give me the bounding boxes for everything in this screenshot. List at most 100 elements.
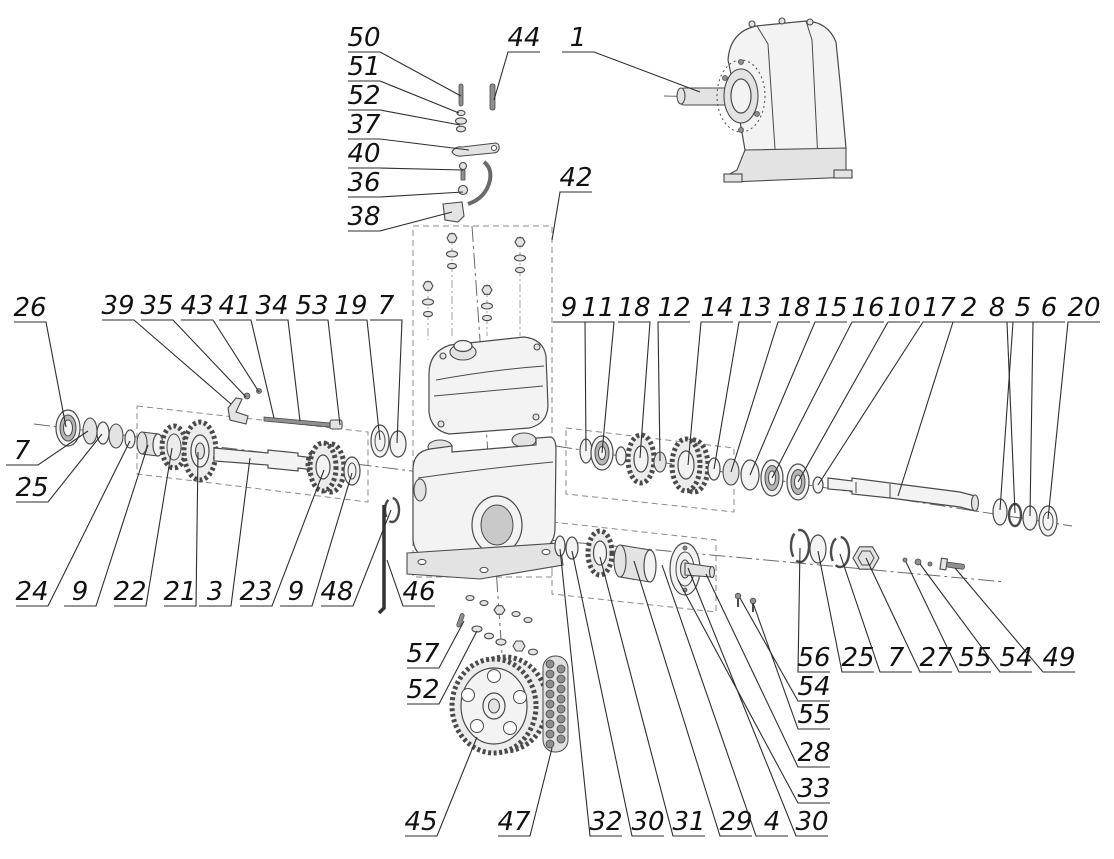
leader-line-1 — [562, 51, 701, 93]
part-label-11: 11 — [581, 293, 614, 323]
part-label-37: 37 — [347, 110, 381, 140]
part-label-7: 7 — [378, 291, 395, 321]
shift-hook — [467, 160, 493, 206]
part-label-4: 4 — [764, 807, 781, 837]
mounting-base — [725, 147, 854, 183]
leader-line-36 — [348, 191, 464, 198]
part-label-49: 49 — [1042, 643, 1075, 673]
washer-25 — [809, 534, 827, 564]
part-label-42: 42 — [559, 163, 592, 193]
part-label-41: 41 — [218, 291, 251, 321]
box-lower-group — [551, 521, 717, 613]
shaft-3 — [213, 447, 315, 472]
leader-line-22 — [114, 447, 173, 607]
part-label-54: 54 — [999, 643, 1032, 673]
part-label-28: 28 — [797, 738, 830, 768]
part-label-7: 7 — [888, 643, 905, 673]
part-label-24: 24 — [15, 577, 48, 607]
part-label-26: 26 — [13, 293, 46, 323]
leader-line-2 — [897, 321, 985, 497]
leader-line-27 — [865, 557, 952, 673]
leader-line-52 — [407, 630, 478, 705]
box-housing-group — [412, 225, 553, 578]
part-label-29: 29 — [719, 807, 752, 837]
part-label-40: 40 — [347, 139, 380, 169]
part-label-46: 46 — [402, 577, 435, 607]
leader-line-17 — [817, 321, 955, 486]
leader-line-7 — [839, 553, 912, 673]
leader-line-47 — [498, 747, 553, 837]
leader-line-9 — [64, 444, 149, 607]
part-label-50: 50 — [347, 23, 380, 53]
leader-line-14 — [687, 321, 733, 466]
part-label-36: 36 — [347, 168, 380, 198]
part-label-21: 21 — [163, 577, 196, 607]
part-label-33: 33 — [797, 774, 830, 804]
leader-line-15 — [749, 321, 847, 476]
leader-line-30 — [687, 567, 828, 837]
leader-line-26 — [14, 321, 67, 428]
part-label-23: 23 — [239, 577, 272, 607]
cover-body — [428, 336, 549, 435]
leader-line-24 — [16, 440, 131, 607]
leader-line-4 — [661, 564, 788, 837]
part-label-18: 18 — [777, 293, 810, 323]
leader-line-35 — [141, 319, 247, 398]
drive-sprocket — [449, 654, 550, 756]
washer-19 — [370, 424, 390, 458]
bolt-head — [514, 237, 526, 247]
leader-line-21 — [164, 451, 199, 607]
part-label-9: 9 — [72, 577, 89, 607]
leader-line-39 — [102, 319, 232, 405]
leader-line-54 — [739, 597, 830, 702]
part-label-1: 1 — [570, 23, 587, 53]
part-label-30: 30 — [631, 807, 664, 837]
bolt-head — [481, 285, 493, 295]
part-label-8: 8 — [989, 293, 1006, 323]
part-label-35: 35 — [140, 291, 173, 321]
part-label-25: 25 — [841, 643, 874, 673]
washer-9 — [343, 456, 361, 486]
leader-line-20 — [1047, 321, 1100, 520]
part-label-22: 22 — [113, 577, 146, 607]
part-label-30: 30 — [795, 807, 828, 837]
gearbox-cover — [428, 336, 549, 435]
rod-nut — [329, 419, 343, 430]
part-label-6: 6 — [1041, 293, 1058, 323]
part-label-25: 25 — [15, 473, 48, 503]
bearing-20 — [1038, 505, 1058, 537]
leader-line-50 — [348, 51, 462, 97]
ring-7 — [829, 535, 851, 569]
leader-line-25 — [16, 433, 103, 503]
leader-line-18 — [730, 321, 810, 473]
leader-line-5 — [1006, 321, 1039, 514]
output-shaft-2 — [827, 477, 976, 512]
output-hub-assembly — [554, 528, 757, 612]
leader-line-19 — [335, 319, 381, 441]
part-label-16: 16 — [851, 293, 884, 323]
part-label-51: 51 — [347, 52, 380, 82]
leader-line-38 — [348, 211, 453, 232]
lever-arm — [451, 142, 500, 157]
ring-8 — [992, 498, 1008, 526]
leader-line-11 — [582, 321, 615, 454]
leader-line-43 — [181, 319, 260, 393]
part-label-34: 34 — [255, 291, 288, 321]
rod-46 — [377, 505, 386, 615]
part-label-57: 57 — [406, 639, 440, 669]
part-label-45: 45 — [404, 807, 437, 837]
part-label-10: 10 — [887, 293, 920, 323]
part-label-52: 52 — [347, 81, 380, 111]
leader-line-32 — [559, 548, 622, 837]
part-label-20: 20 — [1067, 293, 1100, 323]
leader-line-40 — [348, 167, 464, 171]
part-label-13: 13 — [738, 293, 771, 323]
leader-line-7 — [6, 430, 89, 466]
leader-line-33 — [677, 579, 830, 804]
part-label-19: 19 — [334, 291, 367, 321]
leader-line-9 — [553, 321, 587, 452]
leader-line-52 — [348, 109, 461, 126]
leader-line-53 — [296, 319, 341, 426]
